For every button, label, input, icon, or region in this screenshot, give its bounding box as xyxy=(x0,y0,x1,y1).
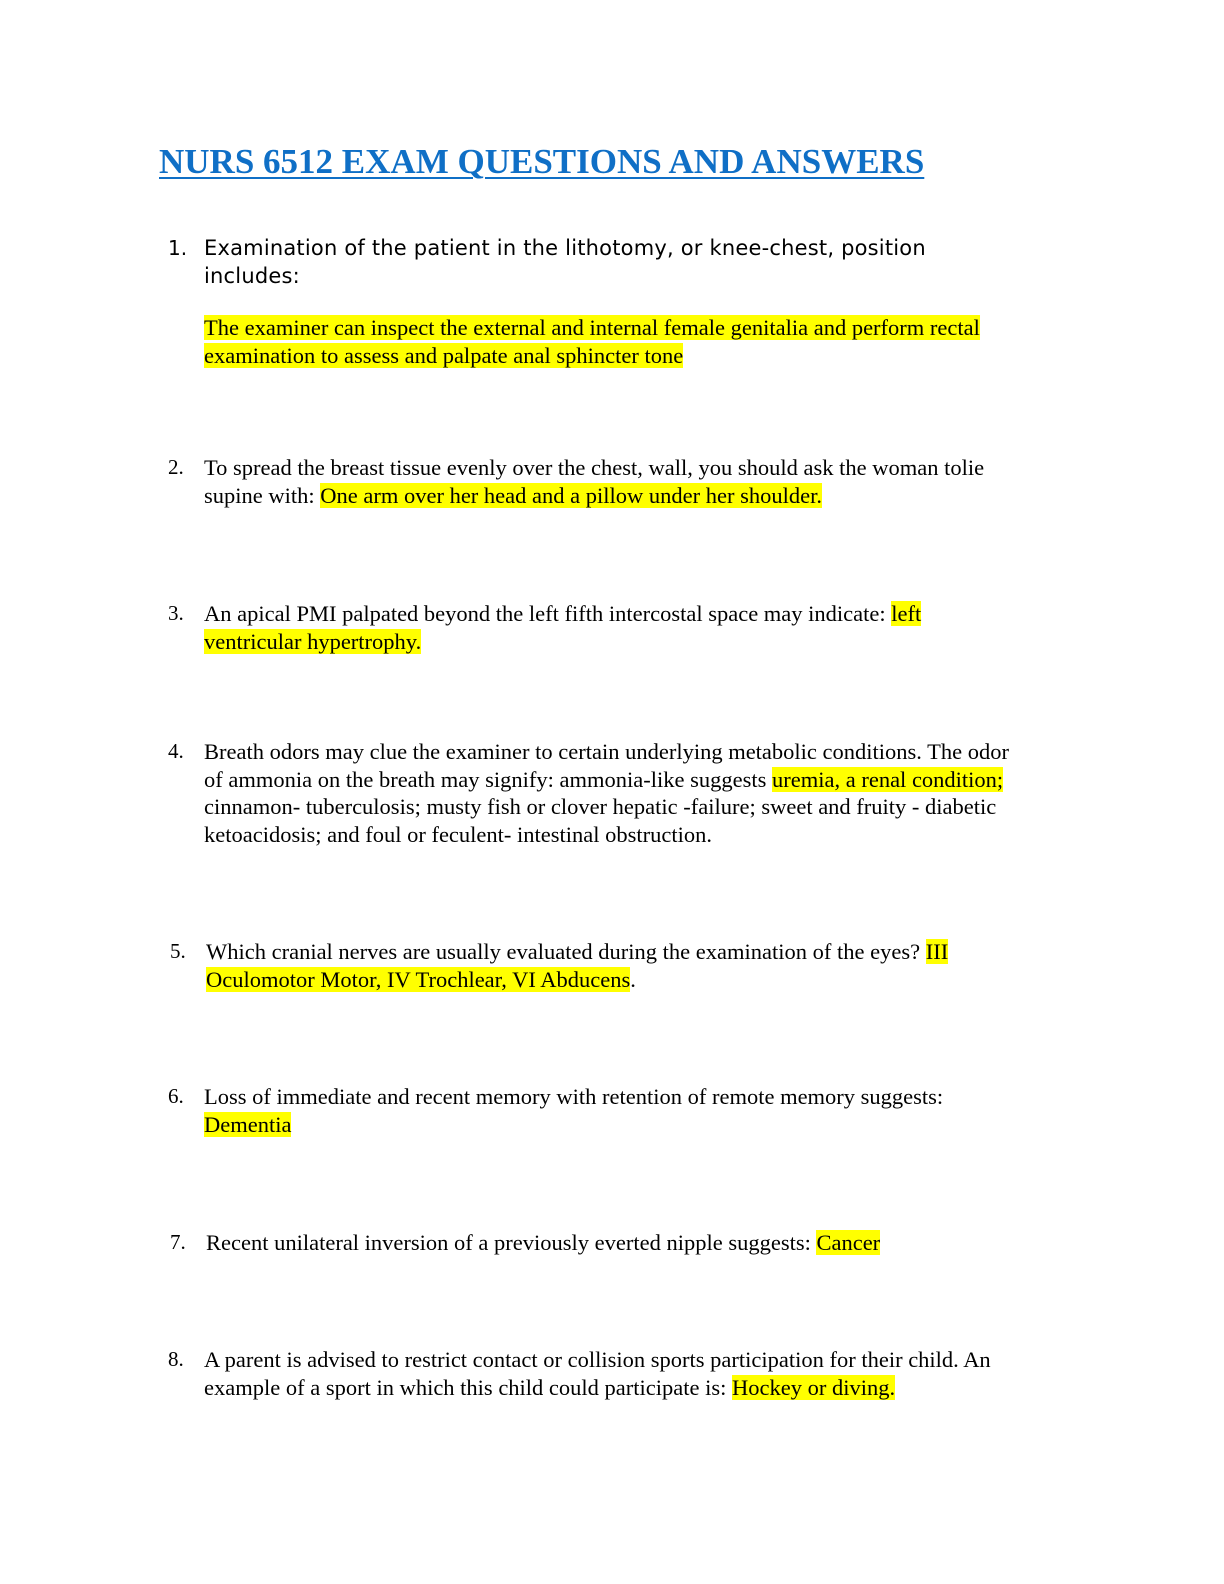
question-prompt: Loss of immediate and recent memory with… xyxy=(204,1084,944,1109)
question-prompt: Which cranial nerves are usually evaluat… xyxy=(206,939,926,964)
page-title: NURS 6512 EXAM QUESTIONS AND ANSWERS xyxy=(159,142,925,181)
question-text: Examination of the patient in the lithot… xyxy=(204,236,926,288)
answer-highlight: The examiner can inspect the external an… xyxy=(204,315,980,368)
answer-highlight: Hockey or diving. xyxy=(732,1374,896,1400)
question-text: Loss of immediate and recent memory with… xyxy=(204,1083,1024,1138)
answer-highlight: One arm over her head and a pillow under… xyxy=(320,482,822,508)
answer-highlight: Cancer xyxy=(816,1230,881,1255)
question-number: 1. xyxy=(168,236,188,260)
question-continuation: cinnamon- tuberculosis; musty fish or cl… xyxy=(204,794,997,847)
question-text: Which cranial nerves are usually evaluat… xyxy=(206,938,1026,993)
question-text: To spread the breast tissue evenly over … xyxy=(204,454,1024,509)
question-text: A parent is advised to restrict contact … xyxy=(204,1346,1024,1401)
question-number: 8. xyxy=(168,1347,184,1371)
answer-highlight: Dementia xyxy=(204,1111,292,1137)
question-continuation: . xyxy=(630,966,636,992)
question-number: 4. xyxy=(168,739,184,763)
question-text: Recent unilateral inversion of a previou… xyxy=(206,1229,1026,1257)
question-number: 5. xyxy=(170,939,186,963)
question-text: Breath odors may clue the examiner to ce… xyxy=(204,738,1024,848)
question-prompt: To spread the breast tissue evenly over … xyxy=(204,455,985,508)
question-prompt: Recent unilateral inversion of a previou… xyxy=(206,1230,817,1255)
question-prompt: An apical PMI palpated beyond the left f… xyxy=(204,601,892,626)
question-number: 3. xyxy=(168,601,184,625)
question-prompt: A parent is advised to restrict contact … xyxy=(204,1347,991,1400)
answer-highlight: uremia, a renal condition; xyxy=(772,766,1004,792)
question-text: An apical PMI palpated beyond the left f… xyxy=(204,600,1024,655)
answer-block: The examiner can inspect the external an… xyxy=(204,314,1024,370)
question-number: 6. xyxy=(168,1084,184,1108)
question-prompt: Breath odors may clue the examiner to ce… xyxy=(204,739,1009,792)
question-number: 7. xyxy=(170,1230,186,1254)
question-number: 2. xyxy=(168,455,184,479)
